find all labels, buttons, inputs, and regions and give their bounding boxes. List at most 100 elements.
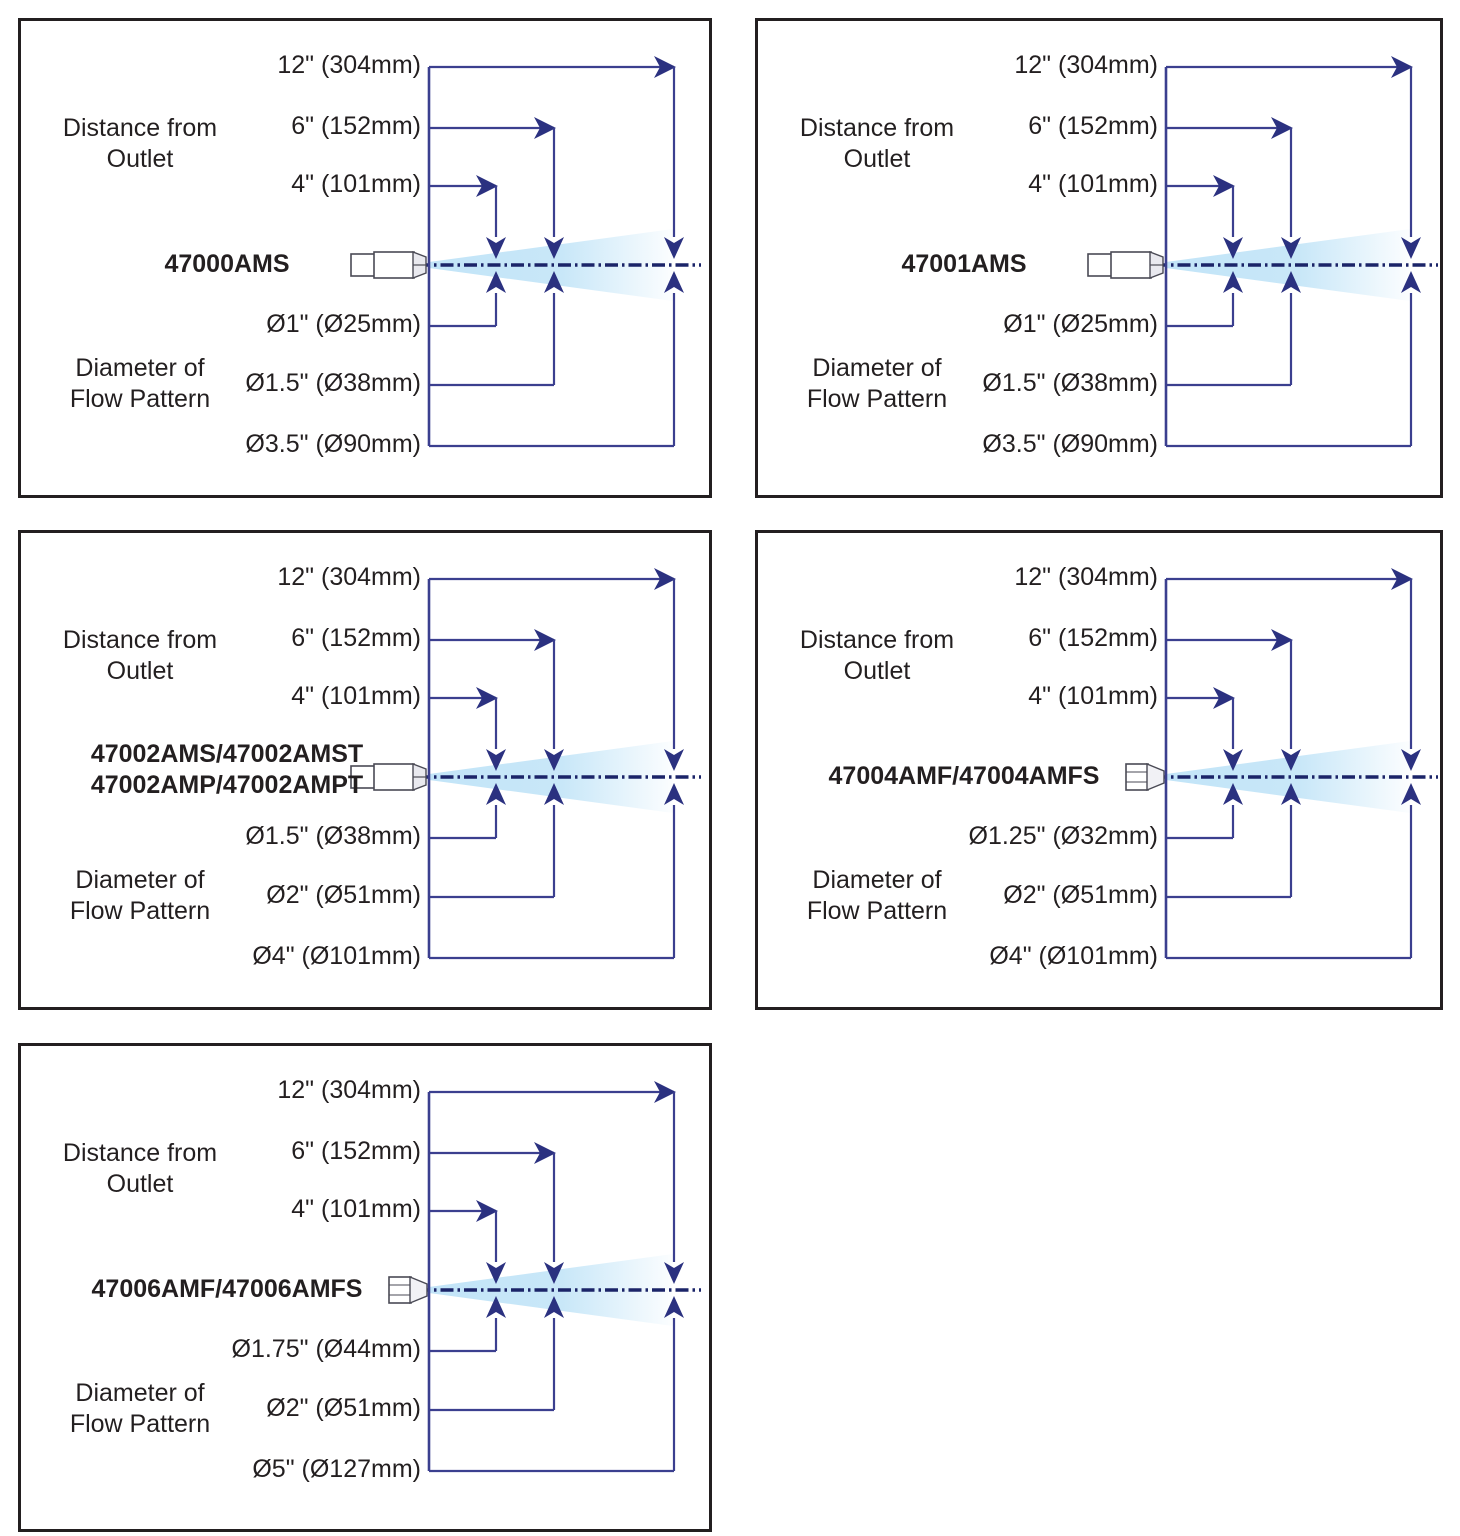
arrow-right-12in xyxy=(654,568,676,590)
diameter-value: Ø3.5" (Ø90mm) xyxy=(982,430,1158,458)
arrow-right-4in xyxy=(1213,175,1235,197)
distance-value: 6" (152mm) xyxy=(1028,112,1158,140)
diameter-value: Ø1" (Ø25mm) xyxy=(1003,310,1158,338)
diameter-value: Ø1.75" (Ø44mm) xyxy=(231,1335,421,1363)
nozzle-icon xyxy=(350,250,427,280)
diameter-label-line2: Flow Pattern xyxy=(69,384,211,413)
arrow-right-12in xyxy=(1391,56,1413,78)
arrow-down-6in xyxy=(544,749,564,771)
arrow-right-12in xyxy=(654,1081,676,1103)
distance-label-line1: Distance from xyxy=(62,114,218,142)
arrow-right-12in xyxy=(654,56,676,78)
model-number-line: 47002AMP/47002AMPT xyxy=(90,770,364,799)
model-number: 47004AMF/47004AMFS xyxy=(764,761,1164,792)
distance-value: 4" (101mm) xyxy=(291,682,421,710)
diameter-value: Ø1" (Ø25mm) xyxy=(266,310,421,338)
arrow-up-d3 xyxy=(1401,783,1421,805)
diameter-value: Ø2" (Ø51mm) xyxy=(1003,881,1158,909)
flow-pattern-diagram xyxy=(350,56,701,448)
nozzle-icon xyxy=(388,1275,428,1305)
nozzle-icon xyxy=(1125,762,1165,792)
distance-value: 12" (304mm) xyxy=(1014,563,1158,591)
distance-label-line2: Outlet xyxy=(106,656,174,685)
diameter-value: Ø2" (Ø51mm) xyxy=(266,1394,421,1422)
arrow-up-d3 xyxy=(664,271,684,293)
distance-label-line2: Outlet xyxy=(843,656,911,685)
spray-cone xyxy=(1166,229,1410,301)
model-number: 47001AMS xyxy=(764,249,1164,280)
distance-label-line2: Outlet xyxy=(106,144,174,173)
diameter-label-line2: Flow Pattern xyxy=(806,896,948,925)
arrow-down-6in xyxy=(544,237,564,259)
distance-value: 4" (101mm) xyxy=(1028,682,1158,710)
arrow-right-4in xyxy=(476,175,498,197)
arrow-up-d2 xyxy=(544,271,564,293)
arrow-up-d2 xyxy=(544,1296,564,1318)
distance-value: 12" (304mm) xyxy=(1014,51,1158,79)
arrow-right-6in xyxy=(1271,629,1293,651)
arrow-down-4in xyxy=(486,237,506,259)
arrow-right-6in xyxy=(534,1142,556,1164)
distance-value: 12" (304mm) xyxy=(277,563,421,591)
arrow-down-6in xyxy=(1281,749,1301,771)
arrow-up-d1 xyxy=(1223,783,1243,805)
spray-cone xyxy=(1166,741,1410,813)
model-number-line: 47001AMS xyxy=(901,250,1027,278)
diameter-value: Ø1.25" (Ø32mm) xyxy=(968,822,1158,850)
diameter-value: Ø4" (Ø101mm) xyxy=(989,942,1158,970)
distance-value: 12" (304mm) xyxy=(277,1076,421,1104)
arrow-right-12in xyxy=(1391,568,1413,590)
arrow-right-4in xyxy=(476,687,498,709)
arrow-down-12in xyxy=(664,749,684,771)
distance-label-line1: Distance from xyxy=(799,626,955,654)
arrow-down-12in xyxy=(664,237,684,259)
arrow-down-4in xyxy=(1223,237,1243,259)
distance-label-line2: Outlet xyxy=(843,144,911,173)
distance-value: 4" (101mm) xyxy=(1028,170,1158,198)
arrow-up-d1 xyxy=(486,1296,506,1318)
model-number: 47000AMS xyxy=(27,249,427,280)
arrow-down-6in xyxy=(1281,237,1301,259)
distance-value: 12" (304mm) xyxy=(277,51,421,79)
flow-pattern-diagram xyxy=(388,1081,701,1473)
arrow-up-d2 xyxy=(544,783,564,805)
distance-value: 6" (152mm) xyxy=(291,624,421,652)
arrow-down-4in xyxy=(1223,749,1243,771)
diameter-label-line1: Diameter of xyxy=(75,1379,205,1407)
spray-cone xyxy=(429,1254,673,1326)
distance-value: 6" (152mm) xyxy=(291,112,421,140)
flow-pattern-diagram xyxy=(350,568,701,960)
distance-value: 4" (101mm) xyxy=(291,170,421,198)
flow-pattern-diagram xyxy=(1087,56,1438,448)
diameter-value: Ø3.5" (Ø90mm) xyxy=(245,430,421,458)
diameter-value: Ø1.5" (Ø38mm) xyxy=(982,369,1158,397)
flow-pattern-diagram xyxy=(1125,568,1438,960)
arrow-down-12in xyxy=(664,1262,684,1284)
arrow-down-4in xyxy=(486,1262,506,1284)
arrow-up-d3 xyxy=(664,1296,684,1318)
distance-label-line1: Distance from xyxy=(799,114,955,142)
arrow-up-d2 xyxy=(1281,271,1301,293)
spray-cone xyxy=(429,741,673,813)
distance-label-line2: Outlet xyxy=(106,1169,174,1198)
diameter-label-line1: Diameter of xyxy=(812,866,942,894)
arrow-right-6in xyxy=(534,629,556,651)
diameter-label-line2: Flow Pattern xyxy=(69,1409,211,1438)
diameter-value: Ø1.5" (Ø38mm) xyxy=(245,369,421,397)
arrow-down-6in xyxy=(544,1262,564,1284)
arrow-right-6in xyxy=(1271,117,1293,139)
